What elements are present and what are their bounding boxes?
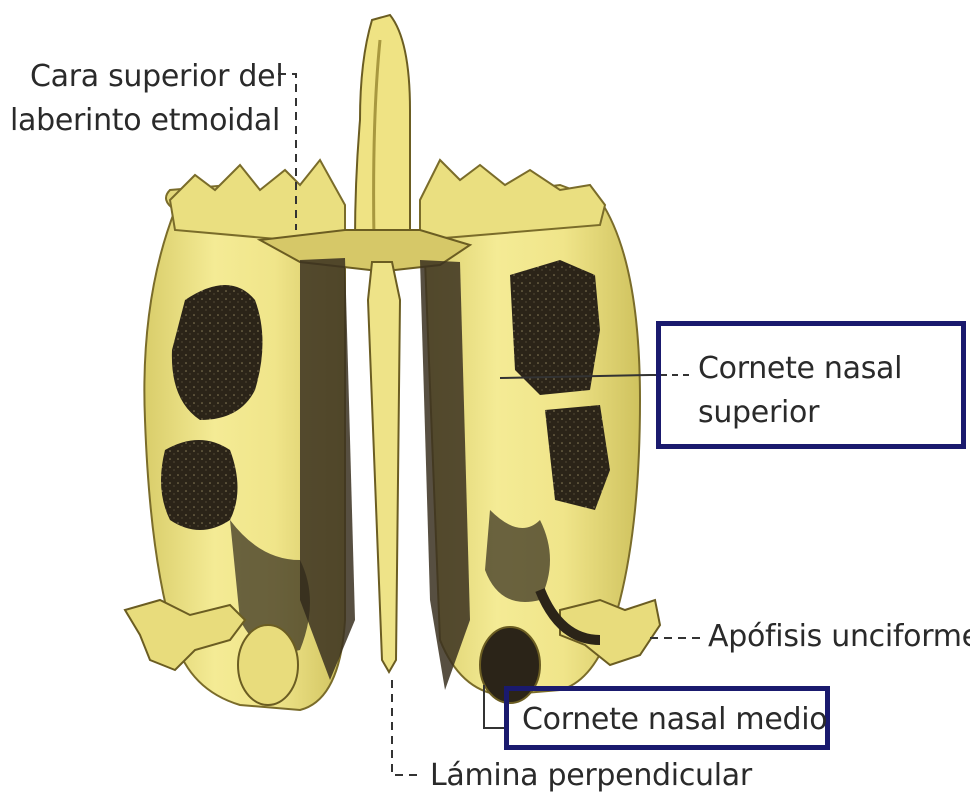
label-cornete-superior-line2: superior [698, 394, 819, 432]
label-lamina-perpendicular: Lámina perpendicular [430, 757, 752, 795]
label-cara-superior-line1: Cara superior del [30, 58, 283, 96]
label-cara-superior-line2: laberinto etmoidal [10, 102, 280, 140]
label-apofisis-unciforme: Apófisis unciforme [708, 618, 970, 656]
leader-lamina [392, 680, 420, 775]
leader-cara-superior [278, 74, 296, 230]
leader-cornete-medio [484, 685, 505, 728]
leader-cornete-superior [500, 375, 650, 378]
label-cornete-superior-line1: Cornete nasal [698, 350, 902, 388]
label-cornete-medio: Cornete nasal medio [522, 701, 827, 739]
